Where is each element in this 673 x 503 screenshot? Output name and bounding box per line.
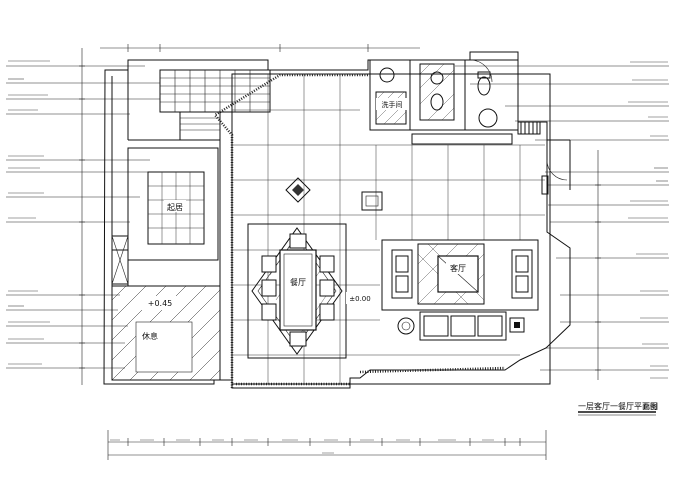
bottom-dimension-line [107,430,547,460]
sofas [391,249,533,341]
living-area: 客厅 [381,239,539,341]
staircase [159,69,271,141]
living-room-label: 客厅 [450,263,466,273]
top-dimension-line [100,44,420,52]
scale-label: 比例 [643,402,657,411]
level-main-floor: ±0.00 [349,295,370,303]
side-entrance [541,139,571,195]
upper-left-room: 起居 [111,147,219,285]
lower-left-room: +0.45 休息 [111,285,221,381]
drawing-title: 一层客厅一餐厅平面图 [578,401,658,411]
bathroom-block: 洗手间 [369,59,541,145]
right-annotation-leaders [455,61,669,380]
bathroom-label: 洗手间 [382,100,403,109]
dining-area: 餐厅 ±0.00 [247,223,376,359]
dining-room-label: 餐厅 [290,278,306,287]
title-block: 一层客厅一餐厅平面图 比例 [578,401,658,416]
lower-room-label: 休息 [142,331,158,341]
dining-chairs [261,233,335,347]
level-upper-left: +0.45 [148,299,173,308]
upper-room-label: 起居 [167,203,183,212]
dotted-wall-border [213,73,506,388]
left-annotation-leaders [6,48,160,385]
floor-ornament [285,177,311,203]
